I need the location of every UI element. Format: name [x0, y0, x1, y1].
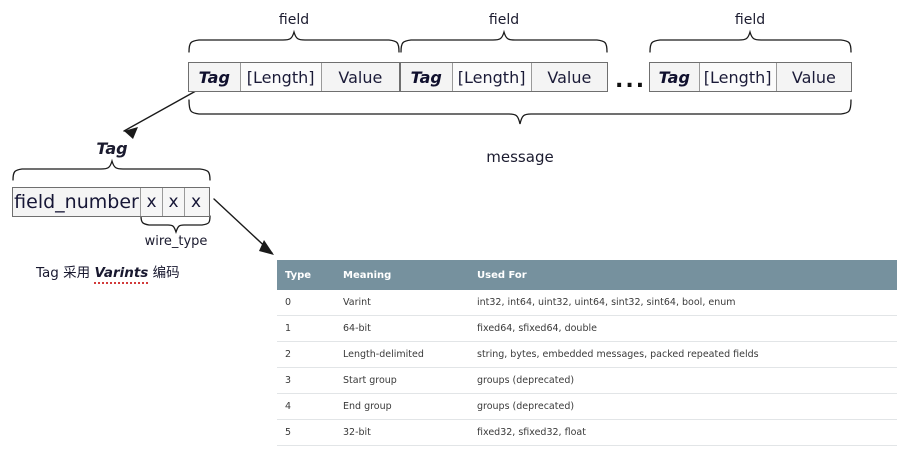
cell-meaning: Start group — [335, 367, 469, 394]
field-2-value-cell: Value — [531, 63, 607, 91]
tag-decomposition-box: field_number x x x — [12, 187, 210, 217]
arrow-table-pointer — [213, 198, 273, 254]
brace-tag — [12, 158, 211, 181]
cell-used-for: fixed64, sfixed64, double — [469, 315, 897, 342]
label-field-1: field — [278, 12, 310, 28]
brace-field-3 — [649, 29, 852, 53]
label-message: message — [486, 148, 554, 166]
arrowhead-tag — [124, 127, 138, 139]
brace-field-1 — [188, 29, 400, 53]
wire-type-bit-3: x — [185, 188, 207, 216]
cell-meaning: 32-bit — [335, 419, 469, 446]
label-tag-detail: Tag — [96, 139, 128, 158]
table-row: 5 32-bit fixed32, sfixed32, float — [277, 419, 897, 446]
cell-type: 2 — [277, 341, 335, 368]
table-header-type: Type — [277, 260, 335, 290]
table-header-row: Type Meaning Used For — [277, 260, 897, 290]
arrow-tag-pointer — [123, 86, 204, 132]
field-2-tag-cell: Tag — [401, 63, 453, 91]
cell-type: 5 — [277, 419, 335, 446]
stream-ellipsis: ... — [615, 68, 647, 93]
cell-type: 4 — [277, 393, 335, 420]
table-header-used-for: Used For — [469, 260, 897, 290]
cell-used-for: fixed32, sfixed32, float — [469, 419, 897, 446]
cell-type: 3 — [277, 367, 335, 394]
field-group-3: Tag [Length] Value — [649, 62, 852, 92]
field-1-value-cell: Value — [321, 63, 399, 91]
table-header-meaning: Meaning — [335, 260, 469, 290]
cell-meaning: Length-delimited — [335, 341, 469, 368]
table-row: 0 Varint int32, int64, uint32, uint64, s… — [277, 290, 897, 316]
field-group-1: Tag [Length] Value — [188, 62, 400, 92]
table-row: 2 Length-delimited string, bytes, embedd… — [277, 341, 897, 368]
label-field-2: field — [488, 12, 520, 28]
cell-type: 1 — [277, 315, 335, 342]
cell-used-for: groups (deprecated) — [469, 367, 897, 394]
field-3-length-cell: [Length] — [699, 63, 777, 91]
cell-meaning: End group — [335, 393, 469, 420]
brace-wire-type — [140, 215, 211, 235]
field-group-2: Tag [Length] Value — [400, 62, 608, 92]
field-1-length-cell: [Length] — [240, 63, 322, 91]
cell-meaning: Varint — [335, 290, 469, 316]
varints-note-suffix: 编码 — [152, 265, 180, 281]
field-2-length-cell: [Length] — [452, 63, 532, 91]
wire-type-bit-1: x — [141, 188, 163, 216]
table-row: 1 64-bit fixed64, sfixed64, double — [277, 315, 897, 342]
cell-meaning: 64-bit — [335, 315, 469, 342]
cell-used-for: string, bytes, embedded messages, packed… — [469, 341, 897, 368]
label-wire-type: wire_type — [144, 234, 208, 249]
varints-note-prefix: Tag 采用 — [36, 265, 91, 281]
cell-type: 0 — [277, 290, 335, 316]
cell-used-for: groups (deprecated) — [469, 393, 897, 420]
arrowhead-table — [259, 240, 274, 255]
wire-type-table: Type Meaning Used For 0 Varint int32, in… — [277, 260, 897, 446]
field-1-tag-cell: Tag — [189, 63, 241, 91]
table-row: 3 Start group groups (deprecated) — [277, 367, 897, 394]
wire-type-bit-2: x — [163, 188, 185, 216]
varints-note-emphasis: Varints — [94, 265, 149, 284]
field-3-value-cell: Value — [776, 63, 851, 91]
label-field-3: field — [734, 12, 766, 28]
brace-message — [188, 99, 852, 125]
varints-note: Tag 采用 Varints 编码 — [36, 261, 180, 284]
field-number-cell: field_number — [13, 188, 141, 216]
cell-used-for: int32, int64, uint32, uint64, sint32, si… — [469, 290, 897, 316]
brace-field-2 — [400, 29, 608, 53]
field-3-tag-cell: Tag — [650, 63, 700, 91]
table-row: 4 End group groups (deprecated) — [277, 393, 897, 420]
